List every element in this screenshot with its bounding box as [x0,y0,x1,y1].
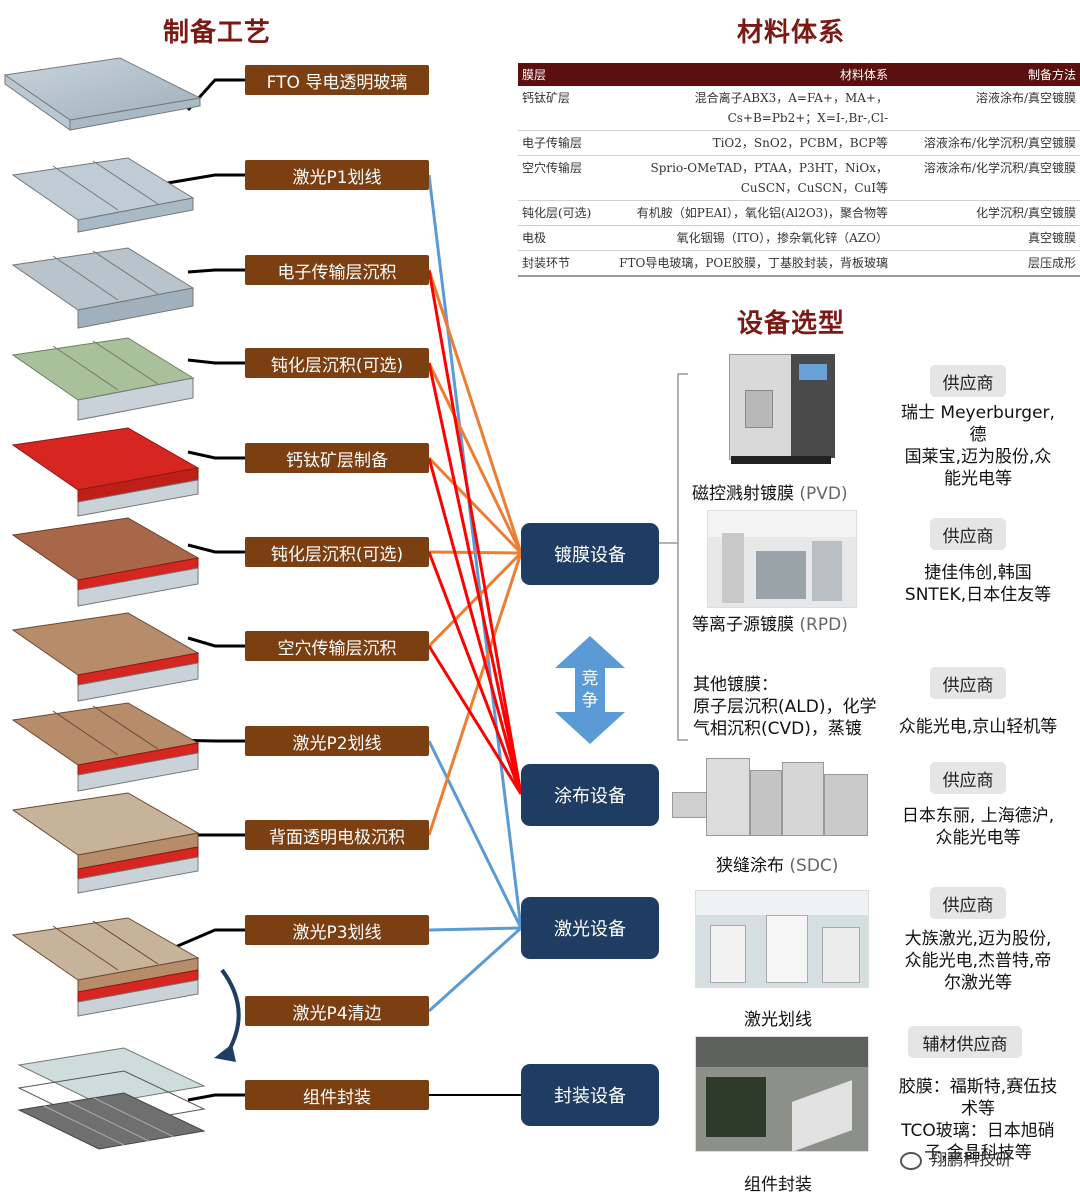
caption-pvd: 磁控溅射镀膜 (PVD) [692,484,848,504]
supplier-badge: 供应商 [930,667,1006,699]
panel-p1 [11,157,195,233]
header-layer: 膜层 [518,63,602,86]
step-passivation-2[interactable]: 钝化层沉积(可选) [245,537,429,567]
watermark: 翔鹏科技研 [900,1146,1011,1170]
pointer-pas2 [187,543,245,554]
panel-electrode [11,792,200,894]
table-row: 钝化层(可选) 有机胺（如PEAI），氧化铝(Al2O3)，聚合物等 化学沉积/… [518,200,1080,226]
supplier-list: 捷佳伟创,韩国 SNTEK,日本住友等 [904,563,1052,605]
equip-slot-coating[interactable]: 涂布设备 [521,764,659,826]
materials-title: 材料体系 [737,18,846,48]
process-title: 制备工艺 [163,18,272,48]
pointer-pack [187,1093,245,1102]
compete-arrow-icon [555,636,625,744]
supplier-list: 瑞士 Meyerburger,德 国莱宝,迈为股份,众 能光电等 [901,403,1055,489]
step-laser-p2[interactable]: 激光P2划线 [245,726,429,756]
pointer-perov [187,450,245,460]
caption-rpd: 等离子源镀膜 (RPD) [692,615,848,635]
header-material: 材料体系 [602,63,892,86]
table-row: 电子传输层 TiO2，SnO2，PCBM，BCP等 溶液涂布/化学沉积/真空镀膜 [518,130,1080,156]
caption-sdc: 狭缝涂布 (SDC) [716,856,839,876]
table-row: 封装环节 FTO导电玻璃，POE胶膜，丁基胶封装，背板玻璃 层压成形 [518,250,1080,277]
caption-encapsulation: 组件封装 [744,1175,812,1195]
equip-encapsulation[interactable]: 封装设备 [521,1064,659,1126]
panel-htl [11,612,200,702]
supplier-badge: 供应商 [930,762,1006,794]
pointer-pas1 [187,358,245,365]
panel-passivation-1 [11,337,195,421]
header-method: 制备方法 [892,63,1080,86]
supplier-list: 日本东丽, 上海德沪, 众能光电等 [901,806,1055,848]
material-table: 膜层 材料体系 制备方法 钙钛矿层 混合离子ABX3，A=FA+，MA+，Cs+… [518,63,1080,277]
table-row: 空穴传输层 Sprio-OMeTAD，PTAA，P3HT，NiOx，CuSCN，… [518,155,1080,201]
pointer-etl [187,268,245,274]
step-passivation-1[interactable]: 钝化层沉积(可选) [245,348,429,378]
layer-stack-illustration [3,57,206,1150]
aux-supplier-list: 胶膜：福斯特,赛伍技 术等 TCO玻璃：日本旭硝 子,金晶科技等 [898,1077,1058,1163]
encapsulation-machine-image [695,1036,869,1152]
step-laser-p4[interactable]: 激光P4清边 [245,996,429,1026]
caption-laser: 激光划线 [744,1010,812,1030]
equip-laser[interactable]: 激光设备 [521,897,659,959]
compete-label: 竞争 [581,669,599,711]
wechat-icon [900,1151,922,1170]
supplier-list: 众能光电,京山轻机等 [898,717,1058,737]
step-electrode[interactable]: 背面透明电极沉积 [245,820,429,850]
supplier-badge: 供应商 [930,365,1006,397]
supplier-list: 大族激光,迈为股份, 众能光电,杰普特,帝 尔激光等 [904,929,1052,993]
panel-perovskite [11,427,200,517]
aux-supplier-badge: 辅材供应商 [908,1026,1022,1058]
table-row: 钙钛矿层 混合离子ABX3，A=FA+，MA+，Cs+B=Pb2+；X=I-,B… [518,86,1080,131]
panel-p3 [11,917,200,1017]
other-coating-note: 其他镀膜： 原子层沉积(ALD)，化学 气相沉积(CVD)，蒸镀 [693,675,877,739]
step-encapsulation[interactable]: 组件封装 [245,1080,429,1110]
step-laser-p1[interactable]: 激光P1划线 [245,160,429,190]
panel-encapsulation [17,1047,206,1150]
panel-p2 [11,702,200,792]
table-row: 电极 氧化铟锡（ITO），掺杂氧化锌（AZO） 真空镀膜 [518,225,1080,251]
step-fto[interactable]: FTO 导电透明玻璃 [245,65,429,95]
step-laser-p3[interactable]: 激光P3划线 [245,915,429,945]
equip-coating[interactable]: 镀膜设备 [521,523,659,585]
step-etl[interactable]: 电子传输层沉积 [245,255,429,285]
step-perovskite[interactable]: 钙钛矿层制备 [245,443,429,473]
panel-etl [11,247,195,329]
pvd-machine-image [725,350,838,468]
pointer-htl [187,636,245,648]
step-htl[interactable]: 空穴传输层沉积 [245,631,429,661]
supplier-badge: 供应商 [930,518,1006,550]
sdc-machine-image [672,752,868,840]
laser-machine-image [695,890,869,988]
supplier-badge: 供应商 [930,887,1006,919]
panel-passivation-2 [11,517,200,607]
rpd-machine-image [707,510,857,608]
equipment-title: 设备选型 [737,309,846,339]
panel-fto [3,57,202,131]
